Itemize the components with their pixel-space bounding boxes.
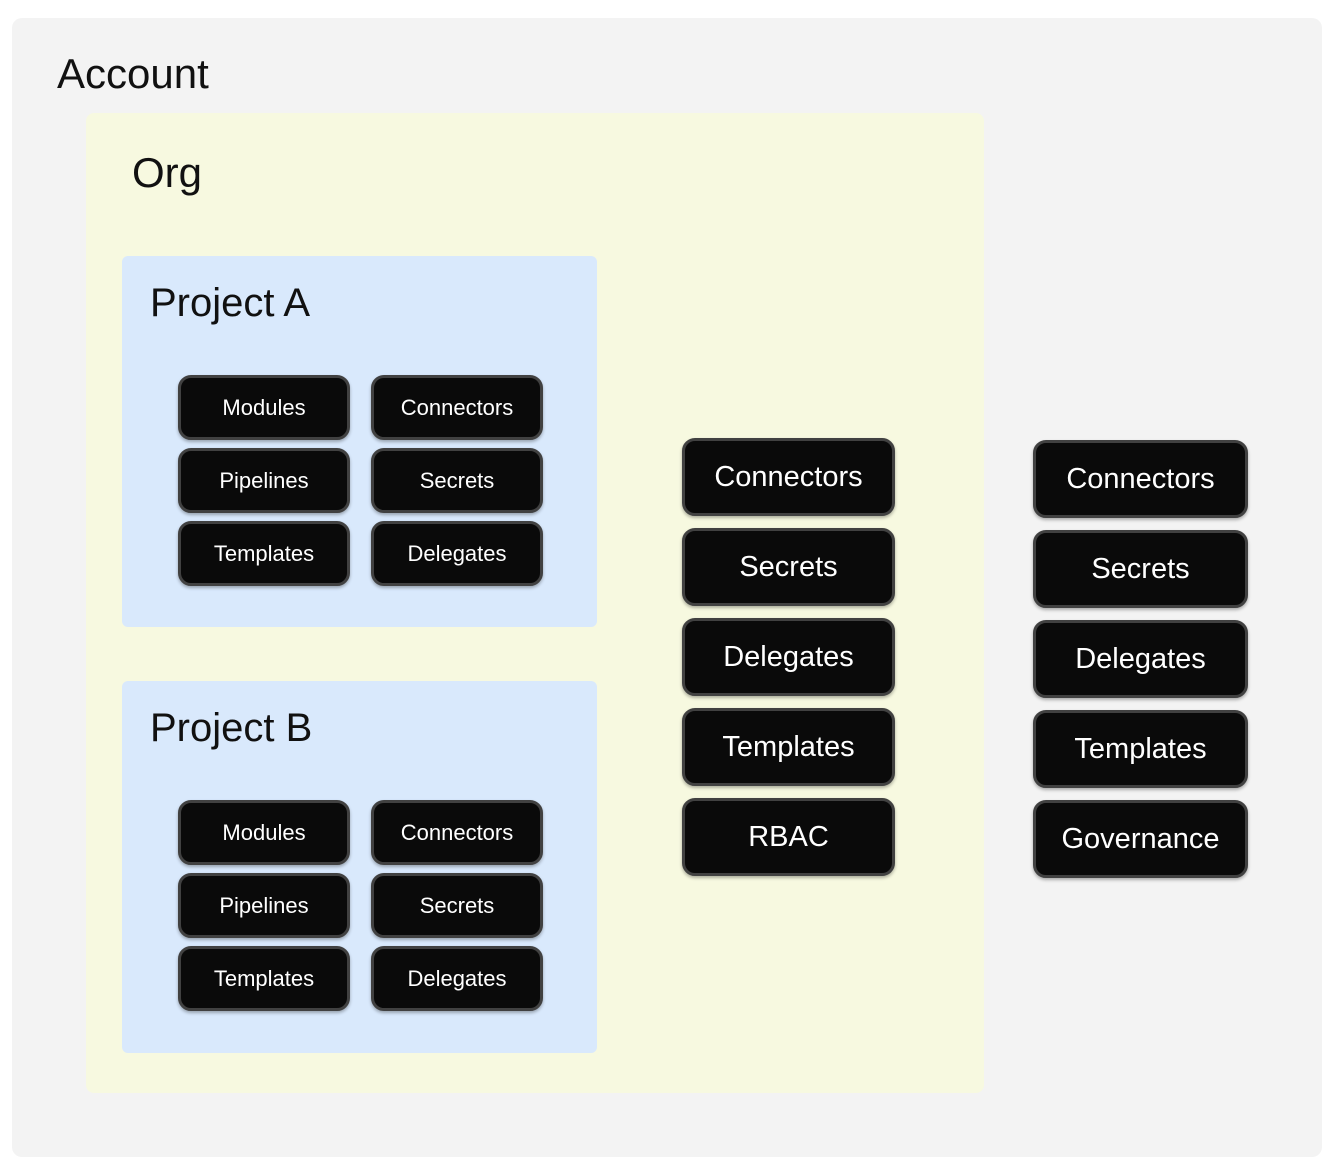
- project-a-pill-delegates: Delegates: [371, 521, 543, 586]
- org-pill-delegates: Delegates: [682, 618, 895, 696]
- project-b-pill-connectors: Connectors: [371, 800, 543, 865]
- project-b-pill-pipelines: Pipelines: [178, 873, 350, 938]
- project-b-title: Project B: [150, 706, 313, 750]
- account-pill-templates: Templates: [1033, 710, 1248, 788]
- account-pill-secrets: Secrets: [1033, 530, 1248, 608]
- project-b-pill-templates: Templates: [178, 946, 350, 1011]
- account-pill-connectors: Connectors: [1033, 440, 1248, 518]
- project-a-pill-pipelines: Pipelines: [178, 448, 350, 513]
- account-title: Account: [57, 50, 209, 97]
- project-b-pill-modules: Modules: [178, 800, 350, 865]
- project-a-pill-templates: Templates: [178, 521, 350, 586]
- org-pill-rbac: RBAC: [682, 798, 895, 876]
- account-pill-delegates: Delegates: [1033, 620, 1248, 698]
- account-pill-column: Connectors Secrets Delegates Templates G…: [1033, 440, 1248, 878]
- project-b-pill-secrets: Secrets: [371, 873, 543, 938]
- project-b-container: Project B Modules Connectors Pipelines S…: [122, 681, 597, 1053]
- project-a-pill-secrets: Secrets: [371, 448, 543, 513]
- project-b-pill-delegates: Delegates: [371, 946, 543, 1011]
- org-pill-column: Connectors Secrets Delegates Templates R…: [682, 438, 895, 876]
- org-pill-templates: Templates: [682, 708, 895, 786]
- project-a-title: Project A: [150, 281, 311, 325]
- org-pill-connectors: Connectors: [682, 438, 895, 516]
- project-a-container: Project A Modules Connectors Pipelines S…: [122, 256, 597, 627]
- org-container: Org Project A Modules Connectors Pipelin…: [86, 113, 984, 1093]
- org-pill-secrets: Secrets: [682, 528, 895, 606]
- account-pill-governance: Governance: [1033, 800, 1248, 878]
- project-a-pill-modules: Modules: [178, 375, 350, 440]
- project-b-pill-grid: Modules Connectors Pipelines Secrets Tem…: [178, 800, 543, 1011]
- project-a-pill-grid: Modules Connectors Pipelines Secrets Tem…: [178, 375, 543, 586]
- account-container: Account Org Project A Modules Connectors…: [12, 18, 1322, 1157]
- org-title: Org: [132, 149, 203, 196]
- project-a-pill-connectors: Connectors: [371, 375, 543, 440]
